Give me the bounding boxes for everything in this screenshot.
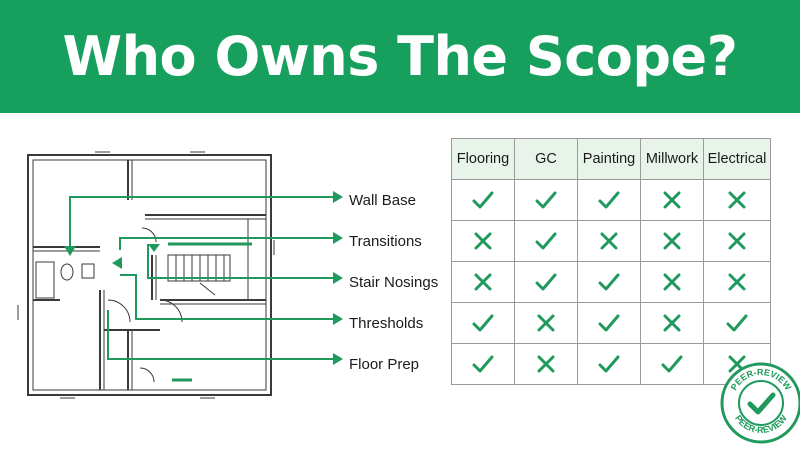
cross-mark xyxy=(640,302,704,344)
col-header-electrical: Electrical xyxy=(703,138,771,180)
close-icon xyxy=(663,314,681,332)
bathtub xyxy=(35,261,55,299)
close-icon xyxy=(537,314,555,332)
header-row: Flooring GC Painting Millwork Electrical xyxy=(345,138,771,180)
outer-wall xyxy=(27,154,272,396)
title-banner: Who Owns The Scope? xyxy=(0,0,800,113)
floor-plan xyxy=(17,151,343,399)
toilet xyxy=(60,263,74,281)
check-icon xyxy=(472,355,494,373)
check-mark xyxy=(514,179,578,221)
arrow-transitions xyxy=(119,237,337,250)
cross-mark xyxy=(451,220,515,262)
check-icon xyxy=(535,273,557,291)
check-icon xyxy=(598,355,620,373)
col-header-gc: GC xyxy=(514,138,578,180)
close-icon xyxy=(663,273,681,291)
cross-mark xyxy=(703,179,771,221)
check-mark xyxy=(577,261,641,303)
check-icon xyxy=(598,273,620,291)
close-icon xyxy=(537,355,555,373)
check-icon xyxy=(535,191,557,209)
row-label-wall-base: Wall Base xyxy=(349,191,416,209)
row-label-floor-prep: Floor Prep xyxy=(349,355,420,373)
stair-run xyxy=(167,254,231,282)
check-icon xyxy=(598,191,620,209)
check-icon xyxy=(726,314,748,332)
cross-mark xyxy=(640,220,704,262)
close-icon xyxy=(728,232,746,250)
check-mark xyxy=(577,179,641,221)
cross-mark xyxy=(703,261,771,303)
table-row: Floor Prep xyxy=(345,343,771,385)
check-mark xyxy=(514,261,578,303)
page-title: Who Owns The Scope? xyxy=(62,25,738,88)
check-mark xyxy=(703,302,771,344)
close-icon xyxy=(474,232,492,250)
close-icon xyxy=(474,273,492,291)
sink xyxy=(81,263,95,279)
check-mark xyxy=(514,220,578,262)
row-label-thresholds: Thresholds xyxy=(349,314,424,332)
check-icon xyxy=(472,191,494,209)
close-icon xyxy=(600,232,618,250)
arrow-stair-nosings xyxy=(147,244,337,279)
check-icon xyxy=(472,314,494,332)
cross-mark xyxy=(640,179,704,221)
cross-mark xyxy=(514,343,578,385)
table-row: Transitions xyxy=(345,220,771,262)
check-mark xyxy=(451,179,515,221)
check-icon xyxy=(535,232,557,250)
close-icon xyxy=(728,273,746,291)
arrow-thresholds xyxy=(120,274,337,320)
table-row: Stair Nosings xyxy=(345,261,771,303)
cross-mark xyxy=(577,220,641,262)
row-label-transitions: Transitions xyxy=(349,232,422,250)
close-icon xyxy=(663,232,681,250)
col-header-flooring: Flooring xyxy=(451,138,515,180)
table-row: Wall Base xyxy=(345,179,771,221)
check-icon xyxy=(598,314,620,332)
col-header-millwork: Millwork xyxy=(640,138,704,180)
row-label-stair-nosings: Stair Nosings xyxy=(349,273,439,291)
cross-mark xyxy=(703,220,771,262)
callout-arrows xyxy=(69,196,337,382)
col-header-painting: Painting xyxy=(577,138,641,180)
cross-mark xyxy=(640,261,704,303)
check-icon xyxy=(747,392,776,415)
scope-matrix: Flooring GC Painting Millwork Electrical… xyxy=(345,138,771,385)
check-mark xyxy=(577,343,641,385)
peer-review-badge: PEER-REVIEW PEER-REVIEW xyxy=(720,362,800,444)
check-mark xyxy=(451,302,515,344)
cross-mark xyxy=(514,302,578,344)
arrow-wall-base xyxy=(69,196,337,248)
check-mark xyxy=(640,343,704,385)
cross-mark xyxy=(451,261,515,303)
close-icon xyxy=(663,191,681,209)
arrow-floor-prep xyxy=(107,310,337,360)
check-mark xyxy=(451,343,515,385)
table-row: Thresholds xyxy=(345,302,771,344)
check-icon xyxy=(661,355,683,373)
check-mark xyxy=(577,302,641,344)
close-icon xyxy=(728,191,746,209)
